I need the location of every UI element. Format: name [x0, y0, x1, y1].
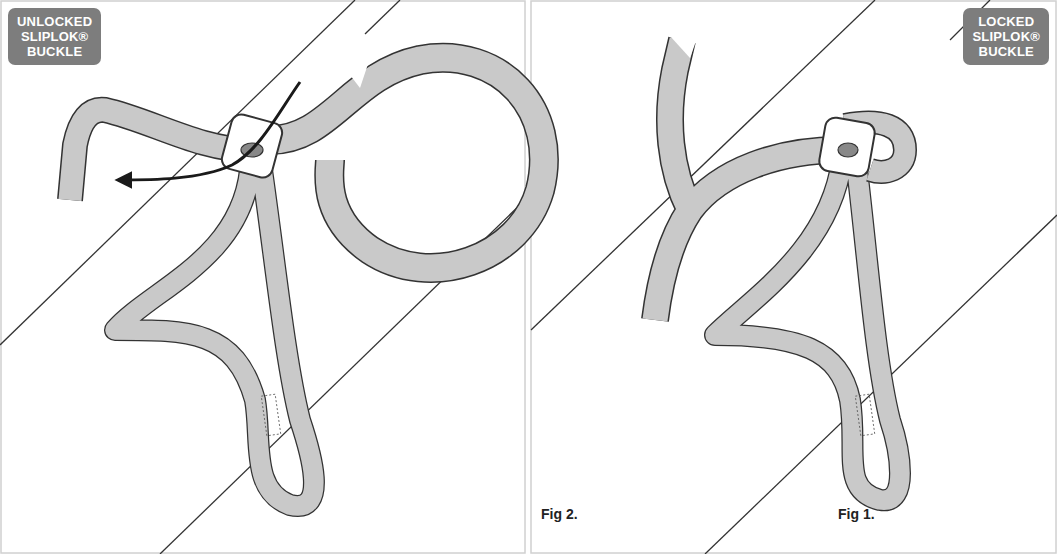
sliplok-buckle	[818, 116, 877, 178]
strap-end-cut	[340, 52, 372, 88]
strap-outline	[115, 170, 314, 506]
pole-edge	[365, 0, 400, 34]
strap	[715, 160, 900, 500]
strap-end-cut	[660, 25, 700, 58]
figure-label: Fig 1.	[838, 506, 875, 522]
panel-frame	[531, 1, 1056, 553]
callout-badge: LOCKED SLIPLOK® BUCKLE	[963, 8, 1049, 65]
strap	[655, 40, 840, 320]
stitching	[261, 394, 280, 436]
figure-two	[531, 0, 1057, 554]
figure-one	[0, 0, 544, 554]
strap-outline	[715, 160, 900, 500]
strap-outline	[270, 58, 544, 268]
stitching	[855, 394, 874, 436]
figure-label: Fig 2.	[541, 506, 578, 522]
callout-badge: UNLOCKED SLIPLOK® BUCKLE	[8, 8, 101, 65]
threading-arrow	[118, 82, 300, 180]
strap	[270, 58, 544, 268]
badge-text: UNLOCKED SLIPLOK® BUCKLE	[17, 14, 92, 59]
strap	[115, 170, 314, 506]
strap-outline	[655, 40, 840, 320]
buckle-slot	[838, 143, 858, 157]
badge-text: LOCKED SLIPLOK® BUCKLE	[972, 14, 1040, 59]
